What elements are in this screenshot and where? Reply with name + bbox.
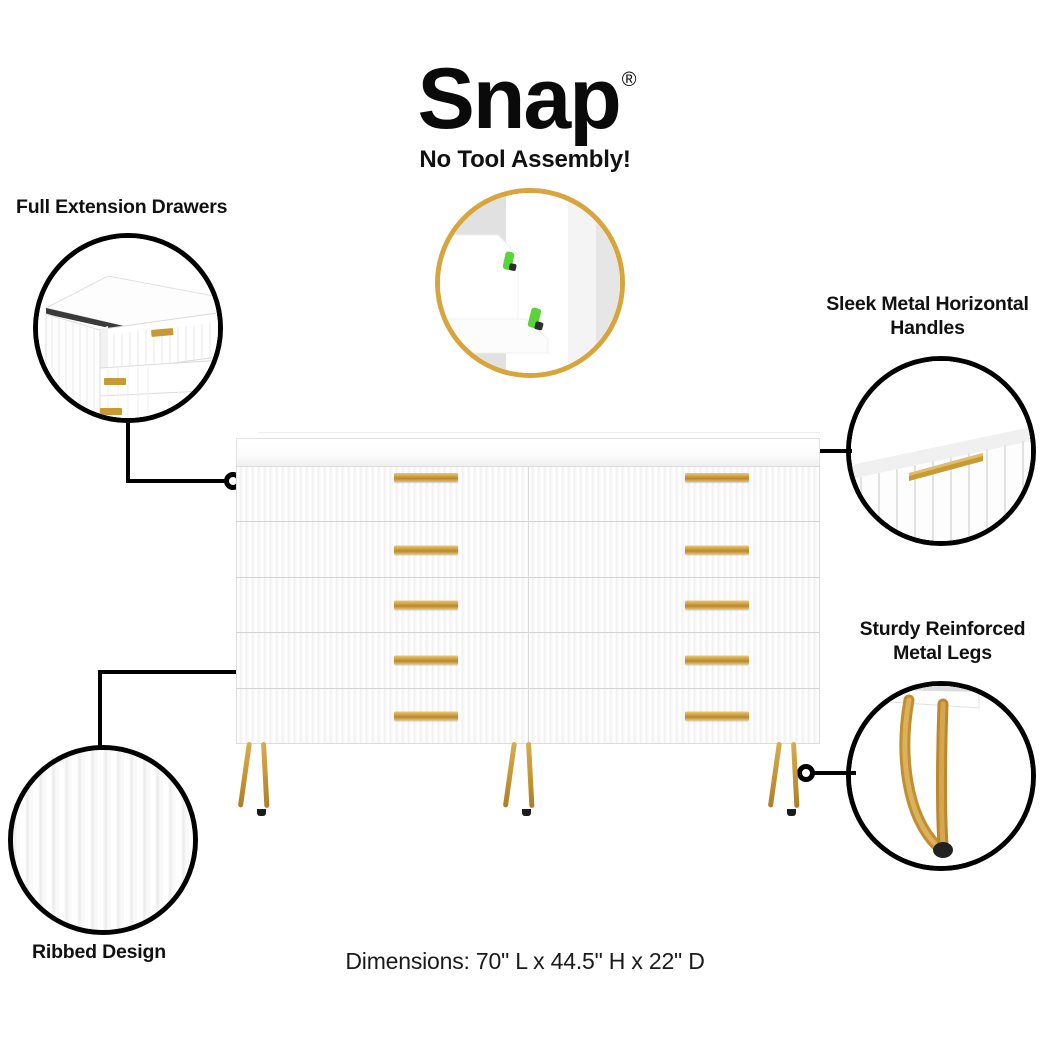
registered-trademark-icon: ®	[621, 69, 637, 91]
drawer[interactable]	[528, 633, 819, 689]
hairpin-leg	[502, 741, 545, 816]
no-tool-assembly-image	[440, 193, 620, 373]
handles-closeup-image	[851, 361, 1031, 541]
brand-name: Snap	[417, 51, 621, 147]
handles-label-line-1: Sleek Metal Horizontal	[826, 293, 1029, 315]
connector-line-legs	[812, 771, 856, 775]
drawer[interactable]	[237, 522, 528, 578]
drawer-handle-icon	[393, 711, 458, 721]
hairpin-leg	[237, 741, 280, 816]
drawer-handle-icon	[685, 711, 750, 721]
leg-pin	[791, 741, 800, 809]
leg-foot-cap	[522, 809, 531, 816]
drawer[interactable]	[237, 577, 528, 634]
legs-label-line-2: Metal Legs	[893, 641, 992, 664]
dresser-legs	[236, 741, 820, 820]
product-image-dresser	[222, 420, 842, 820]
ribbed-design-image	[13, 750, 193, 930]
drawer[interactable]	[528, 522, 819, 578]
drawer-handle-icon	[393, 473, 458, 482]
callout-label-full-extension-drawers: Full Extension Drawers	[16, 196, 228, 218]
leg-foot-cap	[787, 809, 796, 816]
dresser-column-right	[528, 467, 819, 744]
full-extension-drawers-image	[38, 238, 218, 418]
dresser-top-slab	[236, 438, 820, 470]
dresser-column-left	[237, 467, 529, 744]
callout-circle-full-extension-drawers	[33, 233, 223, 423]
tagline: No Tool Assembly!	[419, 146, 631, 173]
hairpin-leg	[767, 741, 810, 816]
callout-circle-ribbed-design	[8, 745, 198, 935]
callout-circle-no-tool-assembly	[435, 188, 625, 378]
leg-foot-cap	[257, 809, 266, 816]
connector-line-full-extension-horizontal	[126, 479, 231, 483]
leg-pin	[767, 741, 782, 808]
drawer[interactable]	[528, 688, 819, 744]
leg-pin	[261, 741, 270, 809]
callout-circle-sleek-metal-horizontal-handles	[846, 356, 1036, 546]
page-title: Snap®	[0, 56, 1050, 142]
leg-pin	[526, 741, 535, 809]
drawer[interactable]	[528, 467, 819, 523]
drawer-handle-icon	[685, 473, 750, 482]
connector-line-ribbed-horizontal	[98, 670, 298, 674]
callout-circle-sturdy-reinforced-metal-legs	[846, 681, 1036, 871]
handles-label-line-2: Handles	[890, 316, 965, 339]
drawer-handle-icon	[685, 600, 750, 610]
drawer[interactable]	[237, 467, 528, 523]
callout-label-ribbed-design: Ribbed Design	[32, 941, 166, 963]
drawer-handle-icon	[393, 545, 458, 555]
drawer-handle-icon	[685, 545, 750, 555]
drawer-handle-icon	[685, 655, 750, 665]
dimensions-text: Dimensions: 70" L x 44.5" H x 22" D	[345, 948, 705, 974]
drawer[interactable]	[237, 688, 528, 744]
connector-line-ribbed-vertical	[98, 670, 102, 750]
callout-label-sturdy-reinforced-metal-legs: Sturdy Reinforced Metal Legs	[840, 618, 1045, 666]
connector-marker-legs	[797, 764, 815, 782]
drawer-handle-icon	[393, 655, 458, 665]
drawer-handle-icon	[393, 600, 458, 610]
metal-legs-closeup-image	[851, 686, 1031, 866]
leg-pin	[237, 741, 252, 808]
dresser-body	[236, 466, 820, 744]
legs-label-line-1: Sturdy Reinforced	[859, 618, 1026, 640]
drawer[interactable]	[528, 577, 819, 634]
connector-line-full-extension-vertical	[126, 419, 130, 483]
leg-pin	[502, 741, 517, 808]
callout-label-sleek-metal-horizontal-handles: Sleek Metal Horizontal Handles	[805, 293, 1050, 341]
drawer[interactable]	[237, 633, 528, 689]
